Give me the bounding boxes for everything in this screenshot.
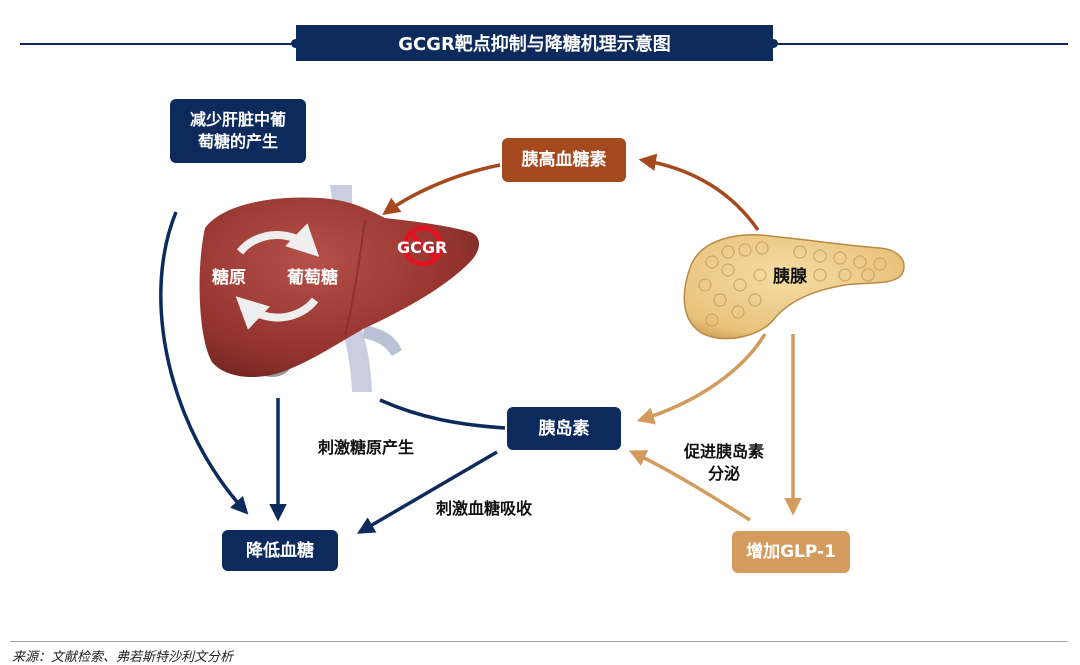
node-increase-glp1: 增加GLP-1 xyxy=(732,531,850,573)
edge-label-stimulate-glycogen: 刺激糖原产生 xyxy=(318,438,415,457)
title-line-left xyxy=(20,43,296,45)
arrow-pancreas-to-glucagon xyxy=(638,153,760,232)
pancreas-illustration xyxy=(683,234,905,340)
pancreas-label: 胰腺 xyxy=(773,267,807,287)
gcgr-receptor-label: GCGR xyxy=(397,238,448,257)
arrow-reduce-to-lower xyxy=(159,211,249,515)
edge-label-promote-insulin: 促进胰岛素分泌 xyxy=(684,442,765,483)
arrow-glp1-to-insulin xyxy=(628,450,751,522)
node-reduce-liver-glucose: 减少肝脏中葡萄糖的产生 xyxy=(170,99,306,163)
liver-illustration xyxy=(199,185,480,392)
diagram-title: GCGR靶点抑制与降糖机理示意图 xyxy=(296,25,773,61)
inhibit-icon xyxy=(402,225,444,267)
arrow-insulin-to-lower xyxy=(356,450,498,534)
node-lower-glucose: 降低血糖 xyxy=(222,530,338,571)
footer-divider xyxy=(10,641,1068,642)
title-dot-left xyxy=(291,39,300,48)
source-note: 来源：文献检索、弗若斯特沙利文分析 xyxy=(12,650,234,665)
cycle-arrow-icon xyxy=(235,296,319,330)
node-glucagon: 胰高血糖素 xyxy=(502,138,626,182)
title-line-right xyxy=(773,43,1068,45)
node-insulin: 胰岛素 xyxy=(507,407,621,450)
title-dot-right xyxy=(769,39,778,48)
edge-label-stimulate-uptake: 刺激血糖吸收 xyxy=(436,499,533,518)
glycogen-label: 糖原 xyxy=(212,268,246,288)
arrow-pancreas-to-insulin xyxy=(636,333,767,425)
cycle-arrow-icon xyxy=(236,223,320,257)
glucose-label: 葡萄糖 xyxy=(287,268,338,288)
arrow-glucagon-to-liver xyxy=(382,163,501,216)
link-insulin-liver xyxy=(379,398,506,430)
